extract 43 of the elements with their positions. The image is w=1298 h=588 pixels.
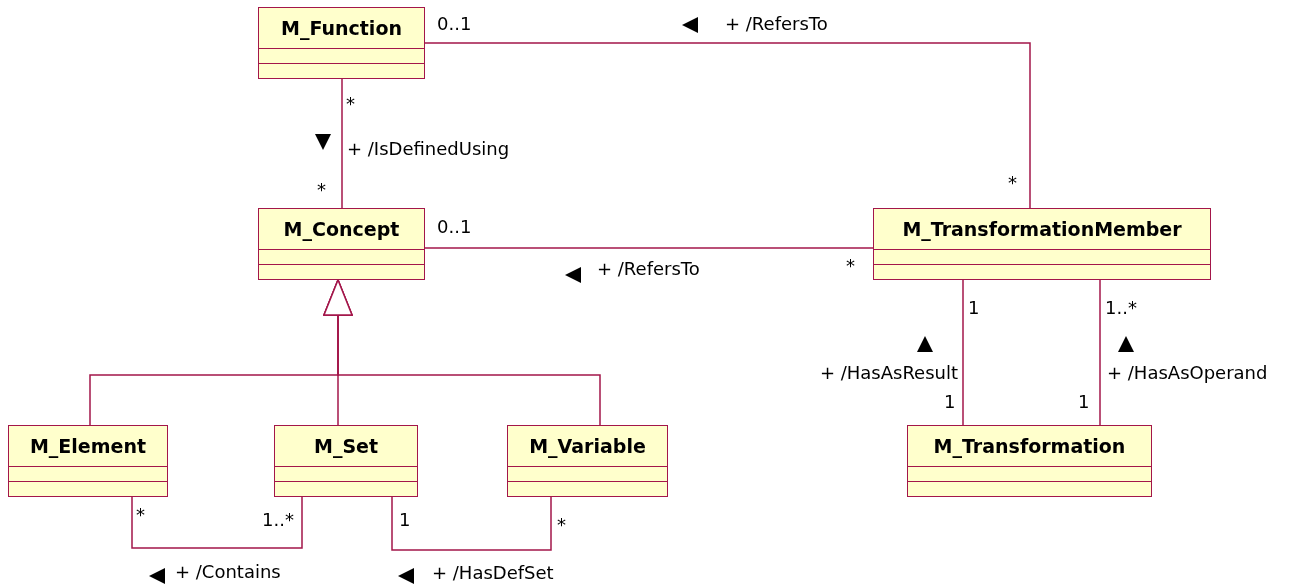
- class-box: [8, 425, 168, 497]
- edge-label: + /HasDefSet: [431, 563, 555, 583]
- edge-label: + /RefersTo: [596, 259, 701, 279]
- class-name: M_Element: [29, 435, 147, 457]
- multiplicity-label: *: [1008, 173, 1017, 193]
- class-name: M_Variable: [529, 435, 646, 457]
- edge-label: + /HasAsOperand: [1106, 363, 1269, 383]
- multiplicity-label: 0..1: [437, 14, 472, 34]
- edge-label: + /IsDefinedUsing: [346, 139, 511, 159]
- class-box: [907, 425, 1152, 497]
- multiplicity-label: 1..*: [1105, 298, 1137, 318]
- class-box: [258, 208, 425, 280]
- association-line: [962, 279, 964, 426]
- multiplicity-label: 0..1: [437, 217, 472, 237]
- multiplicity-label: *: [346, 94, 355, 114]
- class-box: [507, 425, 668, 497]
- class-name: M_TransformationMember: [902, 218, 1182, 240]
- edge-label: + /Contains: [174, 562, 282, 582]
- edge-label: + /HasAsResult: [818, 363, 959, 383]
- multiplicity-label: *: [846, 256, 855, 276]
- multiplicity-label: 1: [1078, 392, 1090, 412]
- multiplicity-label: 1: [944, 392, 956, 412]
- association-line: [341, 78, 343, 209]
- class-box: [873, 208, 1211, 280]
- association-line: [424, 42, 1031, 209]
- class-name: M_Function: [281, 17, 402, 39]
- multiplicity-label: 1..*: [262, 510, 294, 530]
- association-line: [1099, 279, 1101, 426]
- class-name: M_Concept: [283, 218, 400, 240]
- multiplicity-label: *: [557, 515, 566, 535]
- multiplicity-label: *: [136, 505, 145, 525]
- generalization-arrow: [323, 279, 601, 426]
- association-line: [424, 247, 874, 249]
- class-name: M_Set: [313, 435, 379, 457]
- multiplicity-label: 1: [968, 298, 980, 318]
- class-name: M_Transformation: [933, 435, 1126, 457]
- multiplicity-label: *: [317, 180, 326, 200]
- class-box: [258, 7, 425, 79]
- association-line: [391, 496, 552, 551]
- association-line: [131, 496, 303, 549]
- multiplicity-label: 1: [399, 510, 411, 530]
- class-box: [274, 425, 418, 497]
- edge-label: + /RefersTo: [724, 14, 829, 34]
